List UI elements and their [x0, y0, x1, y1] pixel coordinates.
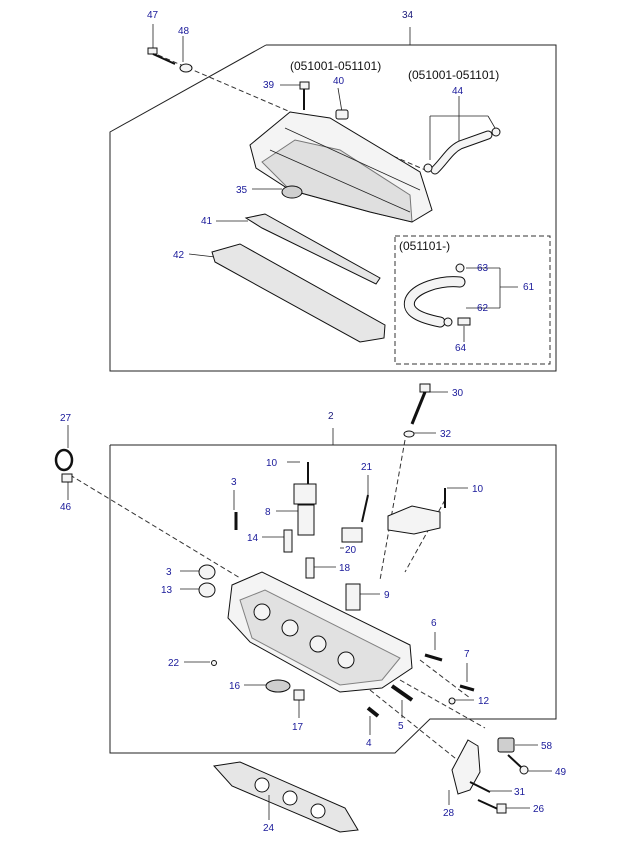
oil-filler-cap-35 — [252, 185, 303, 199]
label-63: 63 — [477, 263, 489, 274]
label-4: 4 — [366, 738, 372, 749]
label-35: 35 — [236, 185, 248, 196]
bolt-21 — [361, 475, 369, 523]
label-49: 49 — [555, 767, 567, 778]
cam-cap-10-left — [287, 461, 317, 505]
plug-17 — [293, 689, 305, 718]
label-62: 62 — [477, 303, 489, 314]
label-14: 14 — [247, 533, 259, 544]
range-cover-bolt: (051001-051101) — [290, 59, 381, 73]
valve-cover-frame — [109, 27, 557, 372]
washer-32 — [403, 430, 436, 438]
range-breather-hose: (051001-051101) — [408, 68, 499, 82]
bolt-6 — [424, 632, 443, 662]
date-range-labels: (051001-051101) (051001-051101) (051101-… — [290, 59, 499, 253]
dowel-14 — [262, 529, 293, 553]
label-44: 44 — [452, 86, 464, 97]
label-48: 48 — [178, 26, 190, 37]
head-bolt-30 — [410, 383, 448, 425]
bolt-7 — [459, 663, 475, 692]
stud-3-upper — [233, 490, 238, 530]
bracket-28 — [448, 739, 481, 805]
label-34: 34 — [402, 10, 414, 21]
seal-27 — [54, 425, 74, 472]
dowel-18 — [305, 557, 336, 579]
cylinder-head — [227, 571, 413, 693]
label-26: 26 — [533, 804, 545, 815]
label-17: 17 — [292, 722, 304, 733]
label-22: 22 — [168, 658, 180, 669]
valve-cover — [249, 111, 433, 223]
bolt-39 — [280, 81, 310, 110]
label-8: 8 — [265, 507, 271, 518]
label-7: 7 — [464, 649, 470, 660]
bolt-26 — [477, 799, 530, 814]
cylinder-head-frame — [109, 428, 557, 754]
washer-48 — [179, 36, 193, 73]
label-16: 16 — [229, 681, 241, 692]
label-2: 2 — [328, 411, 334, 422]
label-20: 20 — [345, 545, 357, 556]
sensor-58 — [497, 737, 538, 753]
label-9: 9 — [384, 590, 390, 601]
stud-5 — [390, 684, 414, 718]
label-61: 61 — [523, 282, 535, 293]
stud-4 — [366, 706, 380, 735]
plug-13 — [180, 582, 216, 598]
bolt-31 — [469, 781, 512, 793]
label-24: 24 — [263, 823, 275, 834]
cam-cap-20 — [340, 527, 363, 549]
plug-3-lower — [180, 564, 216, 580]
label-13: 13 — [161, 585, 173, 596]
label-46: 46 — [60, 502, 72, 513]
seal-46 — [61, 473, 73, 500]
label-64: 64 — [455, 343, 467, 354]
label-10-right: 10 — [472, 484, 484, 495]
label-27: 27 — [60, 413, 72, 424]
gasket-41 — [216, 213, 381, 285]
label-12: 12 — [478, 696, 490, 707]
label-47: 47 — [147, 10, 159, 21]
seal-16 — [244, 679, 291, 693]
label-32: 32 — [440, 429, 452, 440]
breather-hose-kit-61 — [403, 263, 518, 342]
breather-hose-44 — [423, 96, 501, 175]
label-28: 28 — [443, 808, 455, 819]
bolt-47 — [147, 24, 176, 65]
label-21: 21 — [361, 462, 373, 473]
bolt-49 — [507, 754, 552, 775]
pin-22 — [184, 660, 217, 666]
label-6: 6 — [431, 618, 437, 629]
hose-kit-dashed-box — [394, 235, 551, 365]
label-39: 39 — [263, 80, 275, 91]
plug-12 — [448, 697, 474, 705]
label-10-left: 10 — [266, 458, 278, 469]
label-3-lower: 3 — [166, 567, 172, 578]
part-number-labels: 47 48 34 39 40 44 35 41 42 63 61 62 64 3… — [60, 10, 567, 834]
head-gasket-24 — [213, 761, 359, 833]
label-58: 58 — [541, 741, 553, 752]
range-hose-kit: (051101-) — [399, 239, 450, 253]
sleeve-9 — [345, 583, 380, 611]
label-42: 42 — [173, 250, 185, 261]
cam-cap-10-right — [387, 487, 468, 535]
label-18: 18 — [339, 563, 351, 574]
label-40: 40 — [333, 76, 345, 87]
sleeve-8 — [276, 504, 315, 536]
gasket-42 — [188, 243, 386, 343]
label-41: 41 — [201, 216, 213, 227]
label-3-upper: 3 — [231, 477, 237, 488]
grommet-40 — [335, 87, 349, 120]
label-31: 31 — [514, 787, 526, 798]
label-5: 5 — [398, 721, 404, 732]
label-30: 30 — [452, 388, 464, 399]
